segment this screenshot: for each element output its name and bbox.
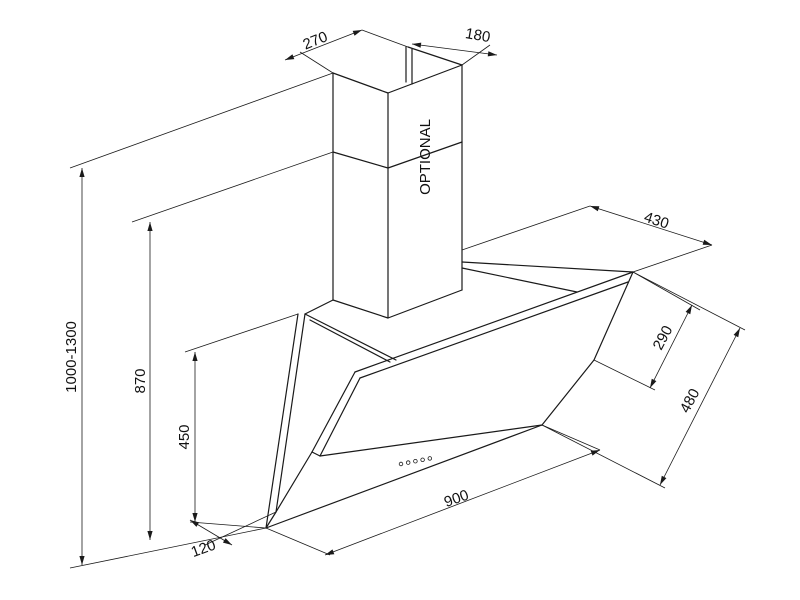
control-button-dot [413,459,418,464]
control-panel-buttons [398,456,432,467]
dimension-arrowhead [325,549,335,555]
dimension-arrowhead [352,30,362,36]
label-chimney-depth: 270 [301,28,331,53]
label-chimney-width: 180 [464,25,492,46]
dimension-arrowhead [192,352,198,361]
dimension-arrowhead [590,450,600,456]
dimension-labels: 270 180 OPTIONAL 1000-1300 870 450 120 9… [63,25,703,561]
control-button-dot [420,457,425,462]
dimension-arrowhead [79,556,85,565]
dimension-lines [69,29,746,569]
label-optional: OPTIONAL [417,119,434,195]
label-total-height: 1000-1300 [63,321,80,393]
label-bottom-depth: 120 [189,537,218,562]
dimension-arrowhead [190,520,200,527]
hood-body [265,261,634,529]
control-button-dot [427,456,432,461]
control-button-dot [398,461,404,467]
label-top-depth: 430 [642,209,671,233]
dimension-arrowhead [147,531,153,540]
dimension-arrowhead [192,513,198,522]
dimension-arrowhead [79,168,85,177]
label-panel-side: 290 [650,323,677,353]
dimension-arrowhead [685,305,692,315]
label-panel-front: 480 [677,386,704,416]
label-front-height: 450 [176,424,193,449]
dimension-arrowhead [590,206,600,212]
dimension-arrowhead [222,538,232,545]
dimension-arrowhead [147,222,153,231]
label-hood-height: 870 [132,368,149,393]
dimension-arrowhead [733,328,740,338]
control-button-dot [406,460,411,465]
chimney [332,46,463,319]
dimension-arrowhead [660,475,667,485]
dimension-arrowhead [412,42,422,48]
label-width: 900 [442,487,471,512]
dimension-arrowhead [650,378,657,388]
dimension-arrowhead [285,54,295,60]
dimension-arrowhead [487,51,497,57]
dimension-arrowhead [702,239,712,245]
